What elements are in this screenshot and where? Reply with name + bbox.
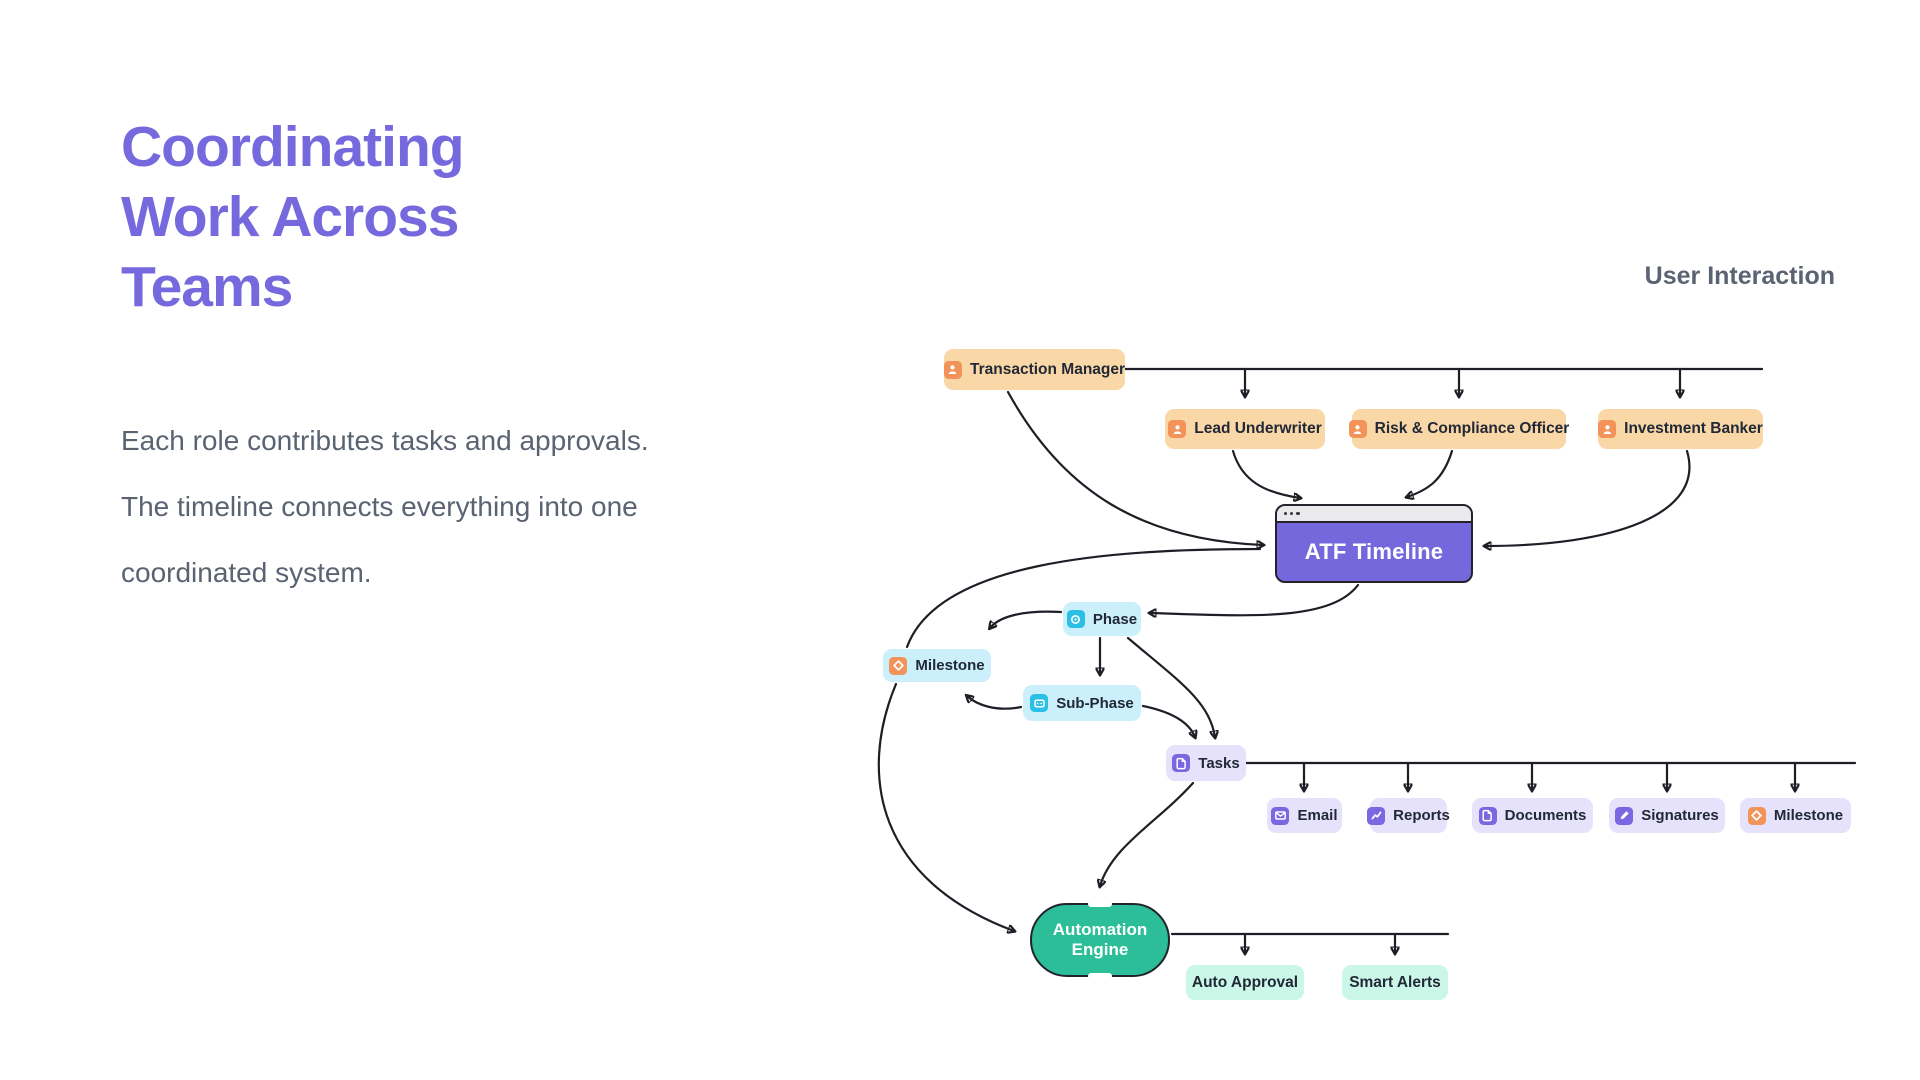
node-signatures[interactable]: Signatures bbox=[1609, 798, 1725, 833]
node-label: Phase bbox=[1092, 610, 1138, 628]
file-icon bbox=[1172, 754, 1191, 772]
node-auto-approval[interactable]: Auto Approval bbox=[1186, 965, 1304, 1000]
paragraph-line-3: coordinated system. bbox=[121, 557, 372, 588]
node-label: Transaction Manager bbox=[969, 360, 1126, 378]
node-milestone-task[interactable]: Milestone bbox=[1740, 798, 1851, 833]
node-label: Documents bbox=[1504, 807, 1587, 824]
person-icon bbox=[943, 360, 962, 379]
node-label: Lead Underwriter bbox=[1194, 420, 1322, 437]
paragraph-line-1: Each role contributes tasks and approval… bbox=[121, 425, 649, 456]
title-line-2: Work Across bbox=[121, 185, 459, 249]
edge-milestone-to-engine bbox=[877, 682, 1014, 931]
window-dot-icon bbox=[1284, 511, 1288, 516]
node-risk-compliance-officer[interactable]: Risk & Compliance Officer bbox=[1348, 409, 1569, 449]
pen-icon bbox=[1615, 806, 1634, 825]
description-text: Each role contributes tasks and approval… bbox=[121, 408, 649, 606]
node-phase[interactable]: Phase bbox=[1063, 602, 1141, 636]
node-investment-banker[interactable]: Investment Banker bbox=[1598, 409, 1763, 449]
card-icon bbox=[1030, 694, 1049, 712]
edge-atf-to-phase bbox=[1150, 583, 1360, 615]
edge-phase-to-milestone bbox=[990, 610, 1063, 628]
title-line-3: Teams bbox=[121, 255, 293, 319]
node-email[interactable]: Email bbox=[1267, 798, 1342, 833]
disc-icon bbox=[1066, 610, 1085, 628]
title-line-1: Coordinating bbox=[121, 115, 465, 179]
node-atf-timeline[interactable]: ATF Timeline bbox=[1275, 504, 1473, 583]
node-label: Signatures bbox=[1641, 807, 1719, 824]
node-label: ATF Timeline bbox=[1304, 539, 1444, 564]
node-label: Automation Engine bbox=[1052, 920, 1148, 959]
chart-icon bbox=[1367, 806, 1386, 825]
node-reports[interactable]: Reports bbox=[1367, 798, 1450, 833]
node-label: Sub-Phase bbox=[1056, 694, 1134, 712]
node-label: Email bbox=[1297, 807, 1338, 824]
node-sub-phase[interactable]: Sub-Phase bbox=[1023, 685, 1141, 721]
node-lead-underwriter[interactable]: Lead Underwriter bbox=[1165, 409, 1325, 449]
edge-subphase-to-milestone bbox=[967, 696, 1023, 710]
edge-subphase-to-tasks bbox=[1141, 704, 1195, 737]
node-smart-alerts[interactable]: Smart Alerts bbox=[1342, 965, 1448, 1000]
node-label: Auto Approval bbox=[1191, 973, 1299, 991]
person-icon bbox=[1598, 420, 1617, 438]
envelope-icon bbox=[1271, 806, 1290, 825]
edge-investment-banker-to-atf bbox=[1485, 449, 1691, 546]
node-label: Reports bbox=[1393, 807, 1450, 824]
node-label: Smart Alerts bbox=[1349, 973, 1441, 991]
node-label: Investment Banker bbox=[1624, 420, 1763, 437]
node-milestone[interactable]: Milestone bbox=[883, 649, 991, 682]
node-label: Milestone bbox=[915, 657, 985, 674]
diagram-caption: User Interaction bbox=[1644, 262, 1835, 290]
paragraph-line-2: The timeline connects everything into on… bbox=[121, 491, 638, 522]
edge-phase-to-tasks bbox=[1126, 636, 1215, 737]
window-controls bbox=[1277, 506, 1471, 523]
edge-tasks-to-engine bbox=[1100, 781, 1195, 886]
person-icon bbox=[1348, 420, 1367, 438]
node-transaction-manager[interactable]: Transaction Manager bbox=[943, 349, 1126, 390]
edge-lead-underwriter-to-atf bbox=[1231, 449, 1300, 498]
diamond-icon bbox=[889, 656, 908, 675]
diamond-icon bbox=[1747, 806, 1766, 825]
node-tasks[interactable]: Tasks bbox=[1166, 745, 1246, 781]
node-label: Tasks bbox=[1198, 754, 1240, 772]
node-label: Risk & Compliance Officer bbox=[1374, 420, 1570, 437]
node-documents[interactable]: Documents bbox=[1472, 798, 1593, 833]
file-icon bbox=[1478, 806, 1497, 825]
edge-risk-officer-to-atf bbox=[1407, 449, 1454, 497]
node-label: Milestone bbox=[1773, 807, 1844, 824]
window-dot-icon bbox=[1296, 511, 1300, 516]
person-icon bbox=[1168, 420, 1187, 438]
node-automation-engine[interactable]: Automation Engine bbox=[1030, 901, 1170, 979]
window-dot-icon bbox=[1290, 511, 1294, 516]
page-title: Coordinating Work Across Teams bbox=[121, 112, 465, 322]
